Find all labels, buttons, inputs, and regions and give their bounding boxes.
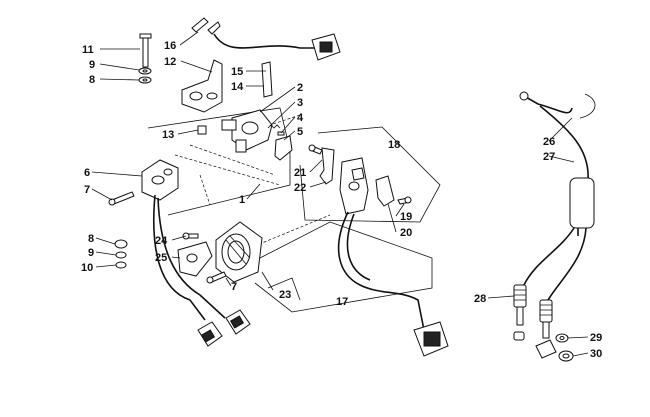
- washer-8-lower: [114, 239, 128, 249]
- clip-20: [375, 175, 395, 207]
- clip-22: [319, 147, 335, 185]
- callout-29: 29: [590, 332, 602, 344]
- frame-group-17: [254, 221, 433, 313]
- nut-29: [555, 333, 569, 343]
- leader-lines: [91, 31, 589, 357]
- callout-22: 22: [294, 182, 306, 194]
- callout-8-top: 8: [89, 74, 95, 86]
- callout-14: 14: [231, 81, 244, 93]
- callout-27: 27: [543, 151, 555, 163]
- callout-13: 13: [162, 129, 174, 141]
- callout-11: 11: [82, 44, 94, 56]
- callout-18: 18: [388, 139, 400, 151]
- connector-16: [191, 17, 221, 35]
- frame-group-18: [299, 126, 441, 223]
- callout-10: 10: [81, 262, 93, 274]
- callout-12: 12: [164, 56, 176, 68]
- nut-10: [115, 261, 127, 269]
- sensor-harness-15: [213, 33, 341, 61]
- callout-4: 4: [297, 112, 304, 124]
- callout-6: 6: [84, 167, 90, 179]
- callout-numbers: 11 9 8 16 12 15 14 13 2 3 4 5 6 7 1 8 9 …: [81, 40, 602, 360]
- throttle-housing-2: [221, 109, 273, 153]
- adjuster-28: [513, 284, 527, 341]
- callout-24: 24: [155, 235, 168, 247]
- harness-connector-lower: [197, 309, 251, 347]
- callout-3: 3: [297, 97, 303, 109]
- callout-16: 16: [164, 40, 176, 52]
- switch-body-23: [215, 221, 263, 283]
- washer-9-lower: [115, 251, 127, 259]
- callout-8-lower: 8: [88, 233, 94, 245]
- screw-19: [397, 196, 412, 205]
- switch-bracket-18: [339, 157, 369, 215]
- callout-20: 20: [400, 227, 412, 239]
- mount-6: [141, 159, 179, 201]
- nut-13: [197, 125, 207, 135]
- callout-2: 2: [297, 82, 303, 94]
- callout-5: 5: [297, 126, 303, 138]
- callout-23: 23: [279, 289, 291, 301]
- cable-end-26: [519, 91, 596, 119]
- washer-30: [558, 350, 574, 362]
- screw-21: [308, 144, 323, 155]
- lever-25: [177, 241, 213, 277]
- callout-7-lower: 7: [231, 281, 237, 293]
- screw-7-upper: [108, 191, 135, 206]
- callout-26: 26: [543, 136, 555, 148]
- clip-14: [261, 61, 273, 98]
- callout-7-upper: 7: [84, 184, 90, 196]
- callout-17: 17: [336, 296, 348, 308]
- callout-9-top: 9: [89, 59, 95, 71]
- bracket-12: [181, 59, 223, 113]
- nut-8-top: [138, 76, 152, 84]
- pin-4: [277, 131, 285, 136]
- harness-connector-large: [413, 321, 449, 357]
- callout-25: 25: [155, 252, 167, 264]
- bolt-11: [139, 33, 152, 68]
- callout-28: 28: [474, 293, 486, 305]
- callout-9-lower: 9: [88, 247, 94, 259]
- throttle-cable-27: [523, 105, 595, 301]
- adjuster-right: [535, 299, 557, 359]
- washer-9-top: [138, 67, 152, 75]
- callout-21: 21: [294, 167, 306, 179]
- callout-30: 30: [590, 348, 602, 360]
- screw-7-lower: [206, 271, 227, 284]
- brake-switch-harness: [337, 211, 425, 331]
- mount-harness: [152, 194, 226, 321]
- callout-15: 15: [231, 66, 243, 78]
- callout-19: 19: [400, 211, 412, 223]
- lever-5: [274, 135, 293, 161]
- callout-1: 1: [239, 194, 245, 206]
